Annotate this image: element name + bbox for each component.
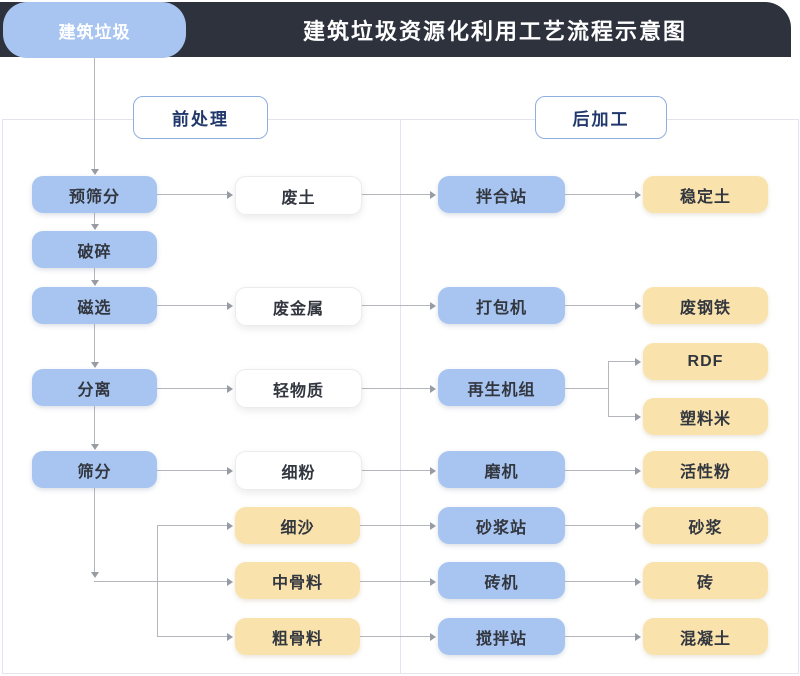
flow-connector-line	[360, 305, 430, 306]
arrowhead-down-icon	[91, 224, 99, 230]
arrowhead-right-icon	[227, 191, 233, 199]
node-magnetic-separation: 磁选	[32, 287, 157, 324]
node-fine-sand: 细沙	[235, 507, 360, 544]
flow-connector-line	[94, 58, 95, 169]
arrowhead-right-icon	[227, 302, 233, 310]
flow-connector-line	[94, 581, 227, 582]
node-separation: 分离	[32, 369, 157, 406]
node-fine-powder: 细粉	[235, 451, 362, 490]
node-regeneration-unit: 再生机组	[438, 369, 565, 406]
node-screening: 筛分	[32, 451, 157, 488]
arrowhead-right-icon	[430, 467, 436, 475]
node-concrete-mixing-station: 搅拌站	[438, 618, 565, 655]
arrowhead-right-icon	[635, 413, 641, 421]
flow-connector-line	[157, 525, 158, 636]
flow-connector-line	[157, 636, 227, 637]
arrowhead-down-icon	[91, 572, 99, 578]
section-header-post-processing: 后加工	[535, 96, 667, 139]
flow-connector-line	[94, 324, 95, 362]
source-badge-construction-waste: 建筑垃圾	[3, 2, 186, 58]
flow-connector-line	[565, 581, 635, 582]
flow-connector-line	[360, 194, 430, 195]
arrowhead-right-icon	[430, 522, 436, 530]
arrowhead-right-icon	[635, 467, 641, 475]
arrowhead-right-icon	[227, 633, 233, 641]
arrowhead-right-icon	[635, 191, 641, 199]
node-coarse-aggregate: 粗骨料	[235, 618, 360, 655]
flow-connector-line	[360, 581, 430, 582]
arrowhead-right-icon	[430, 302, 436, 310]
arrowhead-right-icon	[635, 302, 641, 310]
arrowhead-right-icon	[430, 578, 436, 586]
flow-connector-line	[94, 488, 95, 572]
node-medium-aggregate: 中骨料	[235, 562, 360, 599]
flow-connector-line	[157, 194, 227, 195]
arrowhead-down-icon	[91, 444, 99, 450]
flow-connector-line	[608, 361, 635, 362]
node-mixing-plant: 拌合站	[438, 176, 565, 213]
flow-connector-line	[94, 213, 95, 224]
flow-connector-line	[360, 525, 430, 526]
node-crushing: 破碎	[32, 231, 157, 268]
flow-connector-line	[360, 636, 430, 637]
node-light-material: 轻物质	[235, 369, 362, 408]
arrowhead-right-icon	[227, 385, 233, 393]
node-mill: 磨机	[438, 451, 565, 488]
node-pre-screening: 预筛分	[32, 176, 157, 213]
flow-connector-line	[608, 416, 635, 417]
node-concrete: 混凝土	[643, 618, 768, 655]
node-active-powder: 活性粉	[643, 451, 768, 488]
flow-connector-line	[157, 525, 227, 526]
node-stabilized-soil: 稳定土	[643, 176, 768, 213]
node-brick: 砖	[643, 562, 768, 599]
flow-connector-line	[360, 470, 430, 471]
node-baler: 打包机	[438, 287, 565, 324]
flow-connector-line	[565, 388, 608, 389]
flow-connector-line	[157, 305, 227, 306]
flow-connector-line	[608, 361, 609, 416]
flow-connector-line	[157, 388, 227, 389]
arrowhead-down-icon	[91, 280, 99, 286]
arrowhead-right-icon	[227, 578, 233, 586]
node-waste-metal: 废金属	[235, 287, 362, 326]
arrowhead-down-icon	[91, 169, 99, 175]
flow-connector-line	[94, 406, 95, 444]
diagram-title: 建筑垃圾资源化利用工艺流程示意图	[302, 18, 687, 44]
flow-connector-line	[565, 194, 635, 195]
node-brick-machine: 砖机	[438, 562, 565, 599]
flow-connector-line	[157, 470, 227, 471]
arrowhead-right-icon	[635, 522, 641, 530]
flow-connector-line	[565, 636, 635, 637]
node-rdf: RDF	[643, 343, 768, 380]
flow-connector-line	[565, 470, 635, 471]
flow-connector-line	[360, 388, 430, 389]
arrowhead-right-icon	[227, 467, 233, 475]
node-scrap-steel: 废钢铁	[643, 287, 768, 324]
arrowhead-right-icon	[635, 578, 641, 586]
arrowhead-right-icon	[430, 633, 436, 641]
node-waste-soil: 废土	[235, 176, 362, 215]
arrowhead-right-icon	[430, 385, 436, 393]
arrowhead-down-icon	[91, 362, 99, 368]
flow-connector-line	[565, 525, 635, 526]
node-mortar-station: 砂浆站	[438, 507, 565, 544]
node-plastic-pellets: 塑料米	[643, 398, 768, 435]
arrowhead-right-icon	[635, 358, 641, 366]
arrowhead-right-icon	[430, 191, 436, 199]
arrowhead-right-icon	[227, 522, 233, 530]
arrowhead-right-icon	[635, 633, 641, 641]
flow-connector-line	[565, 305, 635, 306]
section-header-pre-processing: 前处理	[133, 96, 268, 139]
flow-connector-line	[94, 268, 95, 280]
node-mortar: 砂浆	[643, 507, 768, 544]
